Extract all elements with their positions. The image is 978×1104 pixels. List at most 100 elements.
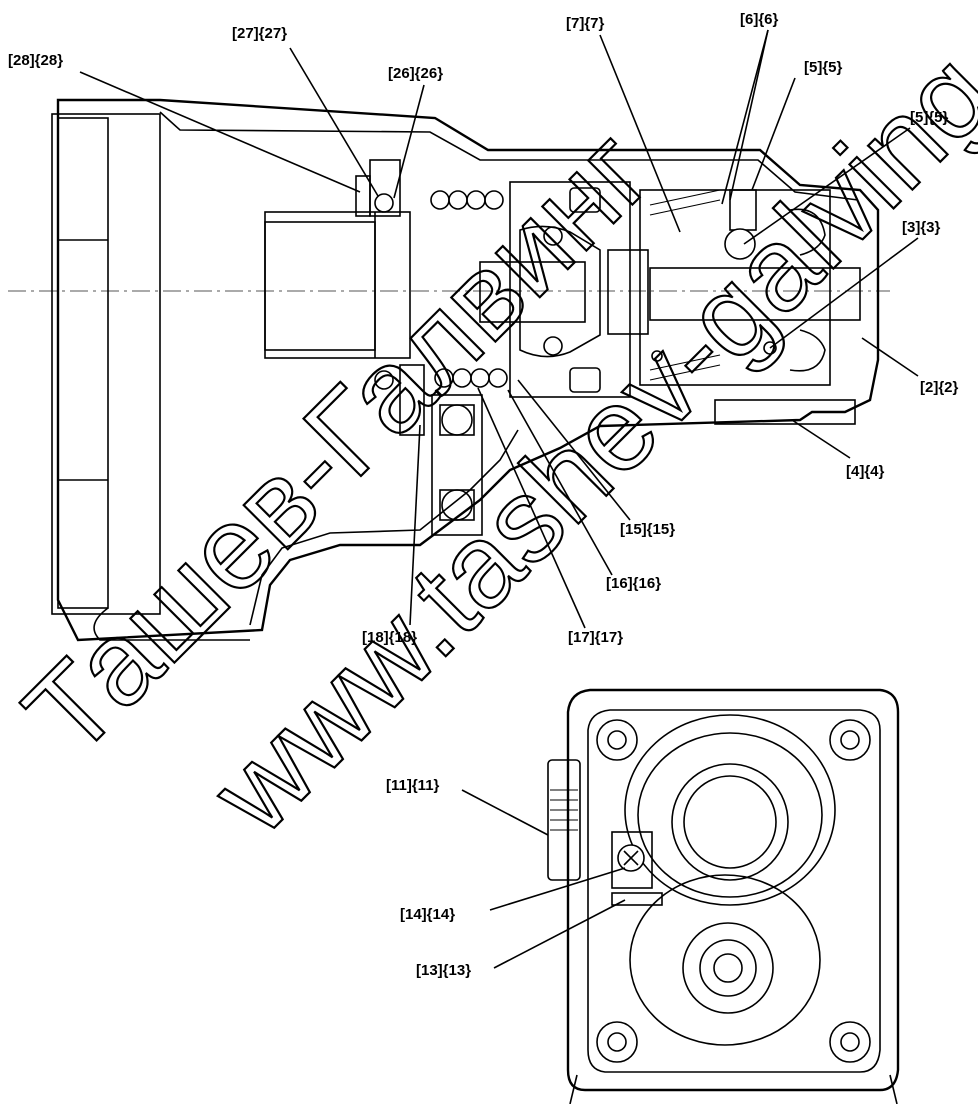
bearing-race [439, 489, 475, 521]
side-switch [547, 759, 581, 881]
rear-cap-inner [57, 117, 109, 609]
hammer [519, 225, 601, 358]
label-5-upper: [5]{5} [804, 59, 843, 76]
leader-28 [79, 71, 361, 193]
screw-plate [611, 831, 653, 889]
bearing-race [439, 404, 475, 436]
anvil-shaft [479, 261, 586, 323]
front-bore-ring [637, 732, 823, 898]
hammer-case [509, 181, 631, 398]
front-view [547, 688, 900, 1104]
leader-11 [461, 789, 549, 836]
plate-tab [611, 892, 663, 906]
leader-3 [769, 237, 919, 349]
upper-bearing-balls [374, 190, 504, 213]
bearing-block [431, 394, 483, 536]
seal-upper [569, 187, 601, 213]
boss-top-right [829, 719, 871, 761]
leader-15 [517, 379, 631, 521]
small-ball [651, 350, 663, 362]
collar [369, 159, 401, 217]
bearing-ball [484, 190, 504, 210]
lower-bearing-balls [374, 368, 508, 390]
leader-5a [751, 77, 796, 191]
label-14: [14]{14} [400, 906, 455, 923]
rear-cap-foot [93, 607, 250, 641]
label-15: [15]{15} [620, 521, 675, 538]
label-27: [27]{27} [232, 25, 287, 42]
label-7: [7]{7} [566, 15, 605, 32]
leg-line [889, 1074, 898, 1104]
part-labels: [28]{28} [27]{27} [26]{26} [7]{7} [6]{6}… [8, 11, 959, 979]
screw-slot [623, 850, 639, 866]
seal-lower [569, 367, 601, 393]
leader-26 [393, 84, 425, 199]
chuck-collar [714, 399, 856, 425]
label-13: [13]{13} [416, 962, 471, 979]
front-housing-inner [587, 709, 881, 1073]
label-3: [3]{3} [902, 219, 941, 236]
leader-17 [477, 387, 586, 629]
leg-line [569, 1074, 578, 1104]
label-5-right: [5]{5} [910, 109, 949, 126]
bearing-ball [374, 370, 394, 390]
leader-13 [493, 899, 626, 969]
retaining-ring [355, 175, 371, 217]
lower-bore-ring [682, 922, 774, 1014]
front-bore-inner [671, 763, 789, 881]
leader-6b [721, 29, 769, 205]
hammer-ball [543, 226, 563, 246]
label-2: [2]{2} [920, 379, 959, 396]
label-18: [18]{18} [362, 629, 417, 646]
watermark: Ташев-Галвинг www.tashev-galving.com [0, 0, 978, 860]
housing-inner-line [159, 111, 859, 201]
bearing-ball [448, 190, 468, 210]
leader-4 [791, 419, 851, 459]
boss-hole [840, 730, 860, 750]
bearing-ball [374, 193, 394, 213]
hammer-ball [543, 336, 563, 356]
boss-top-left [596, 719, 638, 761]
output-shaft [649, 267, 861, 321]
leader-lines [79, 29, 919, 969]
leader-16 [507, 389, 613, 576]
boss-hole [607, 1032, 627, 1052]
boss-hole [607, 730, 627, 750]
lower-bore-inner [699, 939, 757, 997]
label-6: [6]{6} [740, 11, 779, 28]
leader-7 [599, 34, 681, 233]
side-section-view [8, 98, 890, 642]
chuck-ball [724, 228, 756, 260]
housing-lower-line [249, 429, 519, 626]
collar-lower [399, 364, 425, 436]
chuck-curl-lower [789, 329, 826, 372]
lower-bore-core [713, 953, 743, 983]
bearing-ball [430, 190, 450, 210]
label-4: [4]{4} [846, 463, 885, 480]
boss-hole [840, 1032, 860, 1052]
leader-2 [861, 337, 919, 377]
label-11: [11]{11} [386, 777, 440, 794]
leader-6a [729, 29, 769, 201]
lower-bore-outer [629, 874, 821, 1046]
front-housing [566, 688, 900, 1092]
boss-bottom-right [829, 1021, 871, 1063]
bearing-ball [488, 368, 508, 388]
boss-bottom-left [596, 1021, 638, 1063]
spring [649, 189, 721, 381]
rear-cap [51, 113, 161, 615]
leader-18 [409, 424, 421, 626]
label-28: [28]{28} [8, 52, 63, 69]
chuck-curl-upper [789, 208, 826, 256]
leader-5b [743, 127, 911, 245]
label-26: [26]{26} [388, 65, 443, 82]
front-bore-outer [624, 714, 836, 906]
front-bore-core [683, 775, 777, 869]
leader-27 [289, 47, 379, 197]
leader-14 [489, 867, 626, 911]
switch-ridges [550, 789, 578, 831]
label-17: [17]{17} [568, 629, 623, 646]
housing-outline [56, 98, 880, 642]
anvil-core [607, 249, 649, 335]
